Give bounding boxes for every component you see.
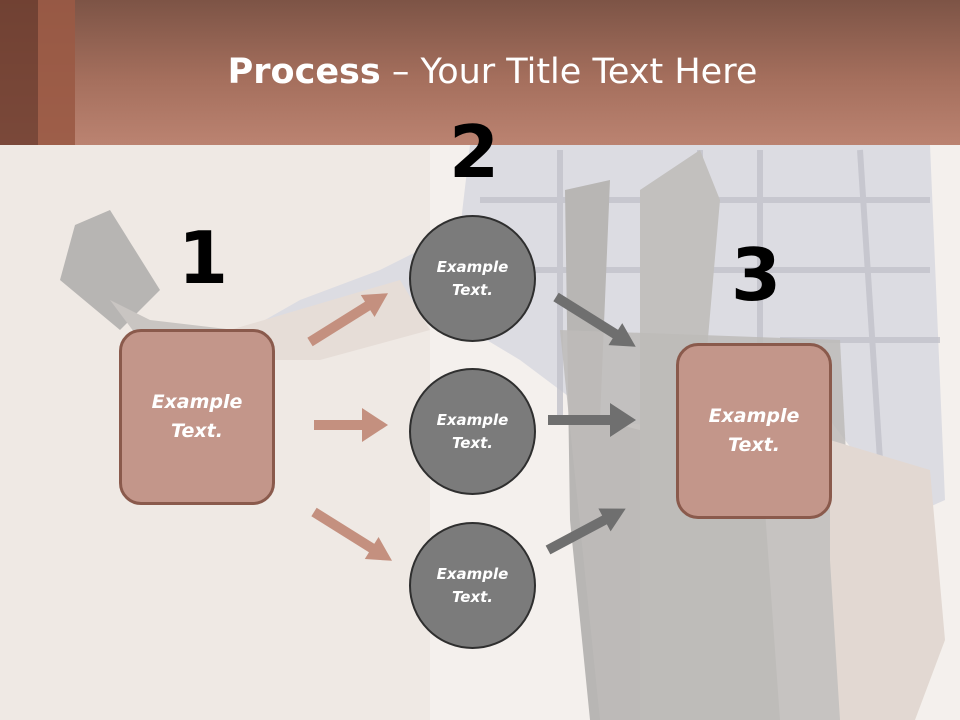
header-accent-stripe-light — [38, 0, 75, 145]
step-number-1: 1 — [178, 216, 229, 300]
arrow-left-lower — [311, 507, 393, 561]
circle-bottom-text: Example Text. — [436, 564, 509, 606]
right-process-box-text: Example Text. — [708, 405, 800, 456]
left-process-box-text: Example Text. — [151, 391, 243, 442]
header-band — [0, 0, 960, 145]
step-number-3: 3 — [731, 233, 782, 317]
arrow-left-middle — [314, 408, 388, 442]
left-process-box[interactable]: Example Text. — [119, 329, 275, 505]
slide-title[interactable]: Process – Your Title Text Here — [0, 52, 960, 92]
arrow-right-lower — [545, 508, 626, 555]
circle-middle[interactable]: Example Text. — [409, 368, 536, 495]
arrow-right-upper — [553, 292, 636, 347]
slide-title-bold: Process — [227, 52, 381, 92]
circle-bottom[interactable]: Example Text. — [409, 522, 536, 649]
right-arrows — [545, 292, 636, 555]
right-process-box[interactable]: Example Text. — [676, 343, 832, 519]
arrow-right-middle — [548, 403, 636, 437]
step-number-2: 2 — [449, 110, 500, 194]
arrow-left-upper — [307, 293, 389, 347]
header-accent-stripe-dark — [0, 0, 38, 145]
circle-top[interactable]: Example Text. — [409, 215, 536, 342]
circle-top-text: Example Text. — [436, 257, 509, 299]
circle-middle-text: Example Text. — [436, 410, 509, 452]
left-arrows — [307, 293, 393, 561]
slide-title-rest: – Your Title Text Here — [380, 52, 758, 92]
